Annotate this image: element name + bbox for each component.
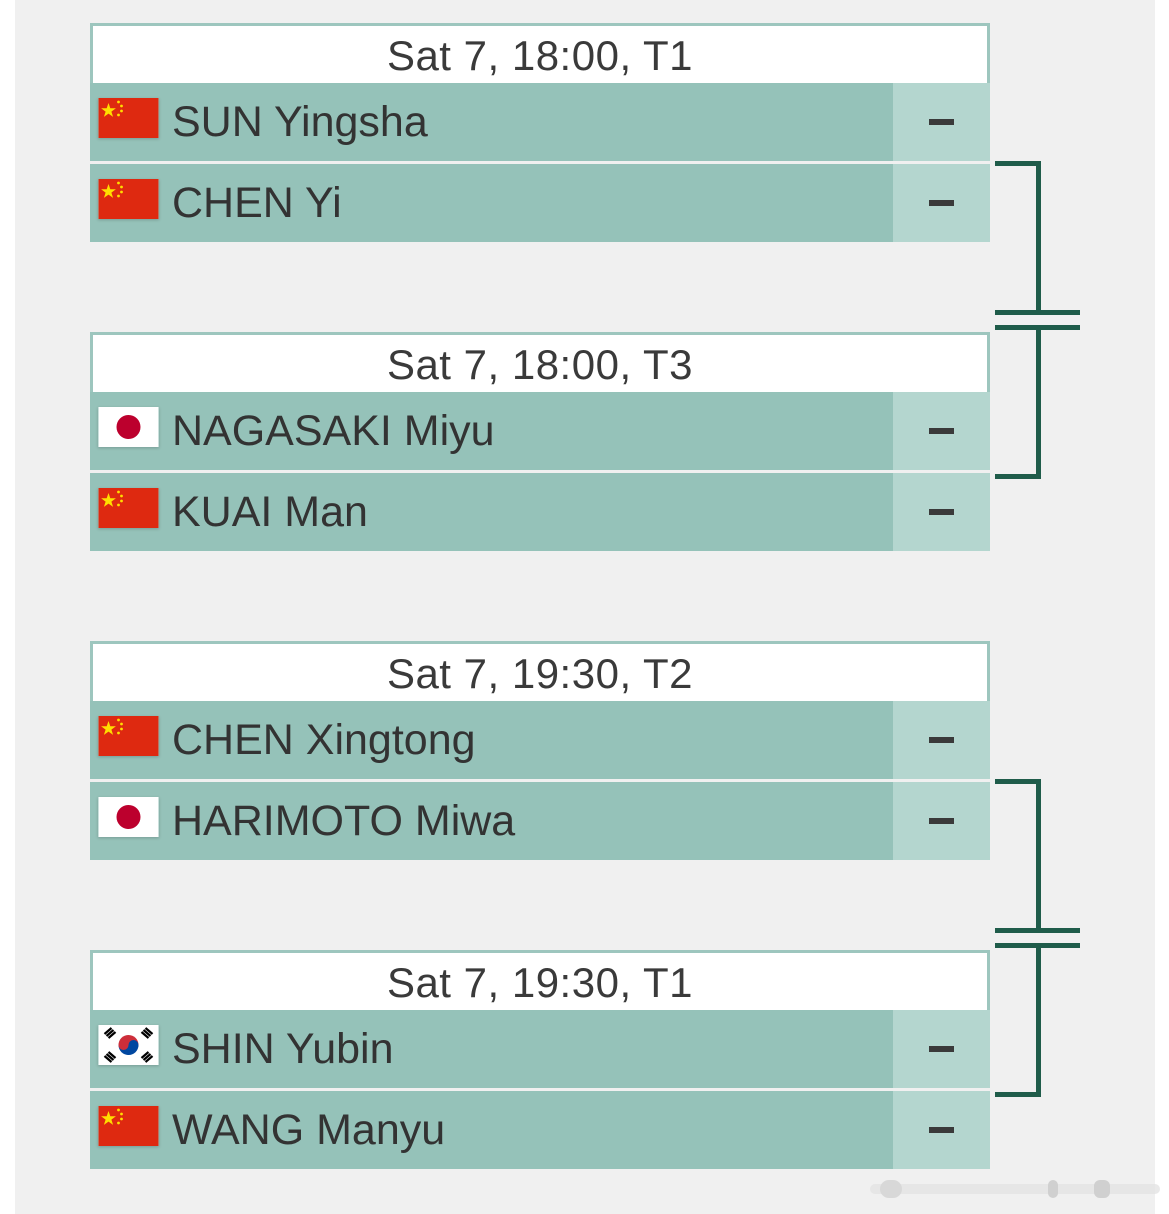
player-name: CHEN Yi	[172, 178, 342, 227]
match-header: Sat 7, 18:00, T3	[90, 332, 990, 392]
player-row[interactable]: KUAI Man	[90, 473, 990, 551]
bracket-connector	[995, 325, 1041, 479]
bracket-connector	[1036, 310, 1080, 315]
match-card[interactable]: Sat 7, 18:00, T3 NAGASAKI Miyu KUAI Man	[90, 332, 990, 551]
horizontal-scrollbar[interactable]	[870, 1178, 1160, 1200]
score-dash-icon	[929, 200, 954, 206]
player-name: CHEN Xingtong	[172, 715, 476, 764]
player-row[interactable]: CHEN Yi	[90, 164, 990, 242]
player-name: SUN Yingsha	[172, 97, 428, 146]
player-score	[893, 473, 990, 551]
match-card[interactable]: Sat 7, 19:30, T1 SHIN Yubin WANG Manyu	[90, 950, 990, 1169]
player-row[interactable]: SHIN Yubin	[90, 1010, 990, 1088]
china-flag-icon	[98, 98, 159, 138]
player-score	[893, 701, 990, 779]
player-row[interactable]: SUN Yingsha	[90, 83, 990, 161]
player-name: KUAI Man	[172, 487, 368, 536]
player-name: SHIN Yubin	[172, 1024, 394, 1073]
score-dash-icon	[929, 428, 954, 434]
player-name: NAGASAKI Miyu	[172, 406, 495, 455]
score-dash-icon	[929, 1046, 954, 1052]
player-score	[893, 164, 990, 242]
player-score	[893, 1091, 990, 1169]
japan-flag-icon	[98, 797, 159, 837]
china-flag-icon	[98, 716, 159, 756]
korea-flag-icon	[98, 1025, 159, 1065]
match-header: Sat 7, 19:30, T1	[90, 950, 990, 1010]
player-row[interactable]: HARIMOTO Miwa	[90, 782, 990, 860]
player-score	[893, 83, 990, 161]
player-row[interactable]: CHEN Xingtong	[90, 701, 990, 779]
score-dash-icon	[929, 1127, 954, 1133]
japan-flag-icon	[98, 407, 159, 447]
bracket-connector	[1036, 928, 1080, 933]
china-flag-icon	[98, 1106, 159, 1146]
score-dash-icon	[929, 119, 954, 125]
china-flag-icon	[98, 179, 159, 219]
player-score	[893, 392, 990, 470]
player-row[interactable]: WANG Manyu	[90, 1091, 990, 1169]
china-flag-icon	[98, 488, 159, 528]
bracket-connector	[995, 943, 1041, 1097]
bracket-connector	[995, 161, 1041, 315]
match-header: Sat 7, 18:00, T1	[90, 23, 990, 83]
player-name: HARIMOTO Miwa	[172, 796, 516, 845]
score-dash-icon	[929, 737, 954, 743]
player-row[interactable]: NAGASAKI Miyu	[90, 392, 990, 470]
player-name: WANG Manyu	[172, 1105, 446, 1154]
score-dash-icon	[929, 818, 954, 824]
match-header: Sat 7, 19:30, T2	[90, 641, 990, 701]
match-card[interactable]: Sat 7, 19:30, T2 CHEN Xingtong HARIMOTO …	[90, 641, 990, 860]
bracket-connector	[995, 779, 1041, 933]
bracket-connector	[1036, 943, 1080, 948]
score-dash-icon	[929, 509, 954, 515]
player-score	[893, 782, 990, 860]
player-score	[893, 1010, 990, 1088]
match-card[interactable]: Sat 7, 18:00, T1 SUN Yingsha CHEN Yi	[90, 23, 990, 242]
bracket-connector	[1036, 325, 1080, 330]
